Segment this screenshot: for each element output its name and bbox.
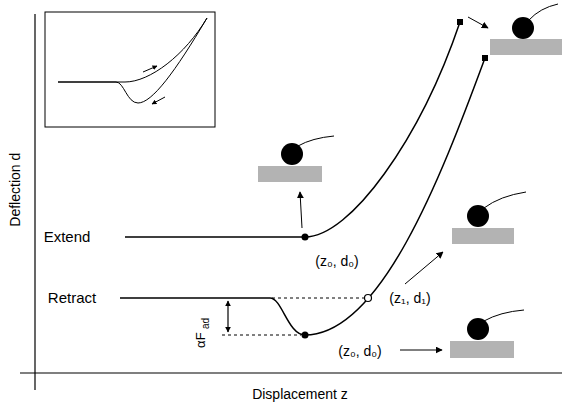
dashed-guide	[222, 335, 301, 336]
extend-curve	[125, 22, 460, 237]
curve-label: Extend	[44, 229, 91, 246]
inset-arrow	[143, 66, 157, 72]
pointer-arrow	[400, 350, 442, 351]
release-point	[365, 295, 372, 302]
end-marker	[482, 55, 488, 61]
tip-sketch	[490, 4, 562, 55]
end-marker	[457, 19, 463, 25]
tip-sketch	[450, 310, 524, 358]
inset-frame	[45, 12, 215, 127]
coordinate-label: (z₁, d₁)	[389, 291, 430, 306]
coordinate-label: (z₀, d₀)	[315, 254, 359, 269]
inset-extend-curve	[58, 18, 207, 82]
tip-sketch	[258, 136, 334, 182]
coordinate-label: (z₀, d₀)	[338, 344, 382, 359]
dashed-guide	[272, 298, 364, 299]
pointer-arrow	[300, 192, 302, 228]
pointer-arrow	[405, 252, 443, 284]
curve-label: Retract	[48, 290, 96, 307]
contact-point	[302, 332, 309, 339]
pointer-arrow	[468, 17, 488, 28]
force-subscript: ad	[201, 317, 212, 328]
retract-curve	[120, 58, 485, 335]
force-label: αF	[194, 332, 208, 347]
contact-point	[302, 234, 309, 241]
axis-label: Deflection d	[8, 153, 23, 227]
tip-sketch	[452, 192, 526, 244]
axis-label: Displacement z	[252, 387, 348, 402]
y-axis	[34, 14, 35, 390]
x-axis	[20, 372, 562, 373]
inset-arrow	[152, 97, 165, 104]
adhesion-arrow	[227, 301, 228, 332]
inset-retract-curve	[58, 18, 207, 103]
